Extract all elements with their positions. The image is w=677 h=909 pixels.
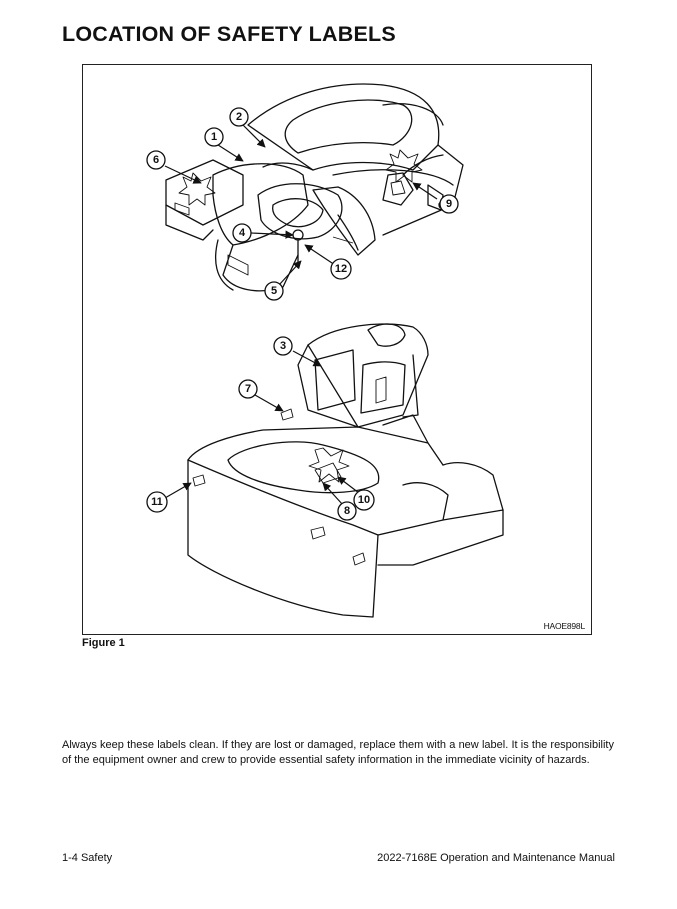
svg-text:6: 6 (153, 154, 159, 166)
callout-1: 1 (204, 127, 224, 147)
footer-manual-title: 2022-7168E Operation and Maintenance Man… (377, 852, 615, 864)
svg-text:10: 10 (358, 494, 370, 506)
footer-section: 1-4 Safety (62, 852, 113, 864)
cab-interior-drawing (165, 83, 464, 292)
cab-exterior-drawing (187, 323, 504, 618)
svg-text:11: 11 (151, 496, 163, 508)
figure-caption: Figure 1 (82, 637, 125, 649)
figure-code: HAOE898L (543, 621, 586, 631)
callout-5: 5 (264, 281, 284, 301)
callout-9: 9 (439, 194, 459, 214)
callout-3: 3 (273, 336, 293, 356)
callout-11: 11 (146, 491, 168, 513)
svg-text:9: 9 (446, 198, 452, 210)
svg-text:8: 8 (344, 505, 350, 517)
callout-4: 4 (232, 223, 252, 243)
svg-text:1: 1 (211, 131, 217, 143)
svg-text:3: 3 (280, 340, 286, 352)
callout-12: 12 (330, 258, 352, 280)
figure-1: 1 2 3 4 5 6 7 8 9 10 11 12 HAOE898L (82, 64, 592, 635)
svg-text:12: 12 (335, 263, 347, 275)
svg-text:2: 2 (236, 111, 242, 123)
svg-text:4: 4 (239, 227, 246, 239)
callout-7: 7 (238, 379, 258, 399)
callout-6: 6 (146, 150, 166, 170)
svg-text:7: 7 (245, 383, 251, 395)
callout-8: 8 (337, 501, 357, 521)
callout-10: 10 (353, 489, 375, 511)
page-title: LOCATION OF SAFETY LABELS (62, 22, 396, 46)
svg-text:5: 5 (271, 285, 277, 297)
excavator-cab-illustration: 1 2 3 4 5 6 7 8 9 10 11 12 (146, 83, 504, 618)
callout-leaders (164, 124, 438, 506)
body-paragraph: Always keep these labels clean. If they … (62, 739, 614, 766)
callout-2: 2 (229, 107, 249, 127)
